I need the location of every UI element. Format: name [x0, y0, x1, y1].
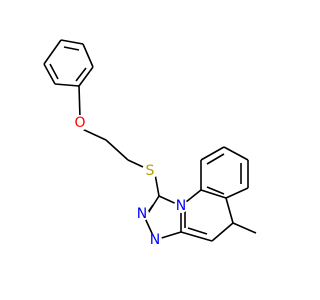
bond-phenyl-5 [43, 63, 56, 85]
bond-benzo-inner-3 [206, 186, 225, 195]
bond-methyl [232, 222, 257, 234]
fusion-nitrogen-label-background [174, 199, 188, 213]
bond-sulfur-triazole [154, 173, 160, 197]
bond-phenyl-oxygen [78, 85, 81, 119]
triazole-left-nitrogen-atom-label: N [137, 206, 147, 222]
bond-fused-double-1 [187, 227, 208, 235]
bond-layer [43, 39, 257, 242]
bond-phenyl-3 [78, 66, 94, 87]
molecule-structure-diagram: O S N N N [43, 39, 257, 248]
bond-benzo-5 [225, 187, 249, 199]
bond-phenyl-6 [43, 39, 62, 65]
bond-phenyl-inner-2 [75, 67, 87, 82]
bond-benzo-2 [200, 146, 225, 161]
sulfur-atom-label: S [146, 163, 155, 179]
bond-ch2-ch2 [105, 139, 129, 161]
bond-benzo-3 [223, 146, 249, 161]
bond-oxygen-ch2 [79, 127, 107, 141]
triazole-bottom-nitrogen-label-background [148, 233, 162, 247]
bond-phenyl-inner-1 [63, 46, 80, 51]
atom-label-layer: O S N N N [72, 115, 188, 248]
sulfur-label-background [142, 163, 158, 179]
bond-phenyl-1 [60, 39, 84, 45]
bond-fused-5 [180, 231, 213, 242]
triazole-bottom-nitrogen-atom-label: N [150, 232, 160, 248]
bond-fused-3 [225, 197, 234, 224]
bond-benzo-inner-1 [206, 153, 225, 165]
bond-phenyl-4 [54, 83, 80, 87]
bond-ch2-sulfur [127, 159, 144, 168]
oxygen-atom-label: O [74, 115, 85, 131]
bond-phenyl-2 [82, 43, 94, 68]
bond-fused-4 [211, 222, 234, 242]
bond-fused-2 [200, 189, 227, 199]
triazole-left-nitrogen-label-background [135, 207, 149, 221]
oxygen-label-background [72, 115, 88, 131]
fusion-nitrogen-atom-label: N [176, 198, 186, 214]
bond-phenyl-inner-3 [49, 63, 59, 80]
